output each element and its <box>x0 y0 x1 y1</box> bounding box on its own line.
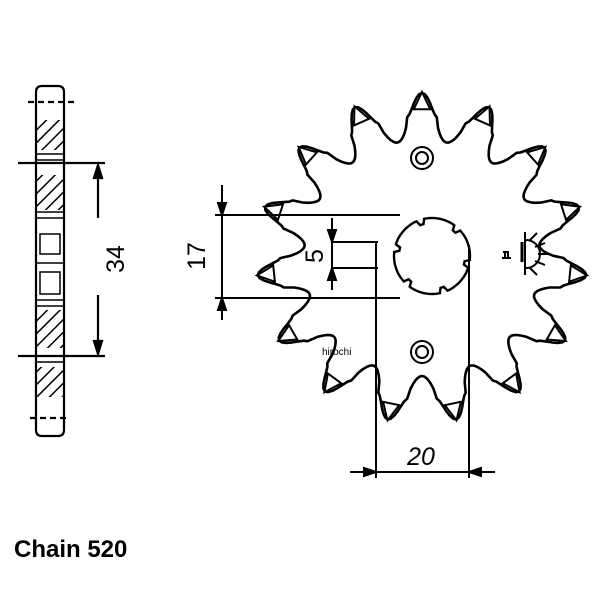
dim-17-label: 17 <box>183 242 211 270</box>
bolt-hole-top <box>410 146 434 170</box>
bolt-hole-bottom <box>410 340 434 364</box>
chain-size-caption: Chain 520 <box>14 536 128 563</box>
spline-bore <box>392 216 472 296</box>
dim-5-label: 5 <box>301 249 329 263</box>
tooth-tip-markers <box>254 89 590 423</box>
sprocket-outline <box>256 91 588 421</box>
dimension-lines <box>215 185 495 478</box>
dim-20-label: 20 <box>406 443 435 471</box>
dim-34-label: 34 <box>102 245 130 273</box>
watermark: hirochi <box>322 347 351 358</box>
sprocket-orientation-mark-icon <box>502 232 548 276</box>
side-view <box>18 84 105 438</box>
